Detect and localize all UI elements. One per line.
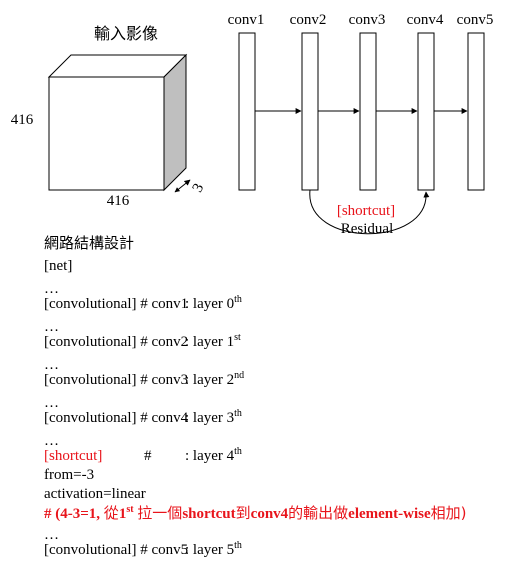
layer-name: conv1 <box>151 296 189 312</box>
cube-front-face <box>48 76 165 191</box>
comment-text: 到 <box>235 504 251 522</box>
layer-label-conv5: conv5 <box>457 12 494 28</box>
layer-index-suffix: th <box>234 408 242 419</box>
config-ellipsis: … <box>44 281 59 297</box>
shortcut-comment: # (4-3=1, 從1st 拉一個shortcut到conv4的輸出做elem… <box>44 504 467 523</box>
comment-text: 從 <box>103 504 119 522</box>
layer-label-conv3: conv3 <box>349 12 386 28</box>
comment-text: conv4 <box>250 506 289 522</box>
layer-index-suffix: th <box>234 540 242 551</box>
config-block-conv3: [convolutional] # conv3 : layer 2nd <box>44 371 244 389</box>
shortcut-arc <box>309 189 430 235</box>
input-cube <box>47 53 188 192</box>
layer-index-suffix: nd <box>234 370 245 381</box>
config-block-conv1: [convolutional] # conv1 : layer 0th <box>44 295 242 313</box>
residual-caption: Residual <box>341 221 394 237</box>
comment-text: 1 <box>118 506 127 522</box>
config-block-conv5: [convolutional] # conv5 : layer 5th <box>44 541 242 559</box>
layer-bar-conv5 <box>467 32 485 191</box>
section-name: [convolutional] <box>44 542 137 558</box>
comment-text: 拉一個 <box>137 504 183 522</box>
layer-index: : layer 3th <box>185 409 242 427</box>
input-image-title: 輸入影像 <box>94 25 158 43</box>
layer-name: conv2 <box>151 334 189 350</box>
input-depth-label: 3 <box>190 181 208 195</box>
layer-name: conv3 <box>151 372 189 388</box>
section-name: [convolutional] <box>44 372 137 388</box>
config-line-activation: activation=linear <box>44 486 146 502</box>
config-line-net: [net] <box>44 258 73 274</box>
comment-text: shortcut <box>182 506 236 522</box>
config-ellipsis: … <box>44 395 59 411</box>
config-line-from: from=-3 <box>44 467 95 483</box>
config-ellipsis: … <box>44 357 59 373</box>
config-block-conv2: [convolutional] # conv2 : layer 1st <box>44 333 241 351</box>
hash-symbol: # <box>140 372 148 388</box>
input-height-label: 416 <box>11 112 34 128</box>
layer-index-text: : layer 2 <box>185 372 235 388</box>
hash-symbol: # <box>140 334 148 350</box>
config-ellipsis: … <box>44 433 59 449</box>
layer-index-suffix: st <box>234 332 241 343</box>
config-heading: 網路結構設計 <box>44 234 135 252</box>
layer-label-conv2: conv2 <box>290 12 327 28</box>
comment-text: element-wise <box>348 506 431 522</box>
hash-symbol: # <box>144 448 152 464</box>
layer-index-suffix: th <box>234 446 242 457</box>
layer-name: conv4 <box>151 410 189 426</box>
depth-arrow <box>174 179 191 193</box>
layer-index-text: : layer 0 <box>185 296 235 312</box>
layer-name: conv5 <box>151 542 189 558</box>
comment-text: # (4-3=1, <box>44 506 104 522</box>
layer-index: : layer 0th <box>185 295 242 313</box>
layer-index-suffix: th <box>234 294 242 305</box>
comment-text: 相加) <box>430 504 467 522</box>
section-name: [shortcut] <box>44 448 103 464</box>
input-width-label: 416 <box>107 193 130 209</box>
layer-index: : layer 4th <box>185 447 242 465</box>
layer-index: : layer 5th <box>185 541 242 559</box>
config-ellipsis: … <box>44 319 59 335</box>
network-diagram: 輸入影像 416 416 3 conv1 conv2 conv3 conv4 c… <box>11 12 494 237</box>
hash-symbol: # <box>140 296 148 312</box>
section-name: [convolutional] <box>44 334 137 350</box>
layer-label-conv4: conv4 <box>407 12 444 28</box>
layer-index-text: : layer 3 <box>185 410 235 426</box>
layer-label-conv1: conv1 <box>228 12 265 28</box>
config-block-conv4: [convolutional] # conv4 : layer 3th <box>44 409 242 427</box>
layer-index: : layer 2nd <box>185 371 244 389</box>
shortcut-label: [shortcut] <box>337 203 395 219</box>
layer-bar-conv2 <box>301 32 319 191</box>
layer-bar-conv4 <box>417 32 435 191</box>
section-name: [convolutional] <box>44 296 137 312</box>
comment-text: 的輸出做 <box>288 504 349 522</box>
layer-index-text: : layer 5 <box>185 542 235 558</box>
hash-symbol: # <box>140 410 148 426</box>
section-name: [convolutional] <box>44 410 137 426</box>
cube-top-face <box>47 54 188 78</box>
layer-bar-conv1 <box>238 32 256 191</box>
cube-side-face <box>163 53 187 192</box>
config-block-shortcut: [shortcut] # : layer 4th <box>44 447 242 465</box>
layer-index-text: : layer 1 <box>185 334 235 350</box>
hash-symbol: # <box>140 542 148 558</box>
comment-superscript: st <box>126 504 134 515</box>
layer-bar-conv3 <box>359 32 377 191</box>
layer-index: : layer 1st <box>185 333 241 351</box>
config-ellipsis: … <box>44 527 59 543</box>
layer-index-text: : layer 4 <box>185 448 235 464</box>
